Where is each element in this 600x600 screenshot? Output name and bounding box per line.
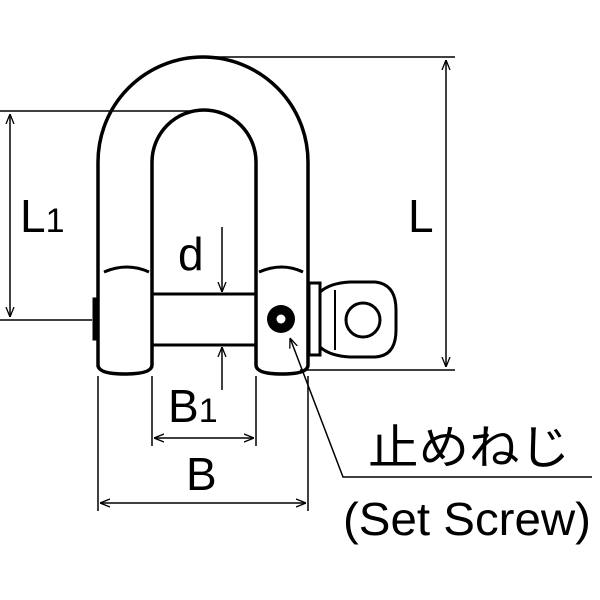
label-B1-sub: 1 [199,392,218,430]
pin-eye-nut [307,280,398,359]
label-L1-main: L [20,190,46,242]
eye-hole [344,301,382,339]
label-d: d [178,228,204,280]
shackle-outer-outline [96,55,310,376]
label-L: L [408,190,434,242]
label-B: B [186,448,217,500]
pin-head-left [92,297,99,341]
label-B1: B1 [168,380,218,432]
shackle-body [96,55,310,376]
set-screw-leader [290,338,592,478]
label-L1-sub: 1 [46,202,65,240]
dimension-lines [0,56,592,511]
pin [92,292,256,347]
right-collar-curve [258,265,304,274]
left-collar-curve [103,265,150,274]
label-L1: L1 [20,190,65,242]
set-screw [267,305,295,333]
label-set-screw-jp: 止めねじ [368,421,570,476]
label-set-screw-en: (Set Screw) [343,493,591,545]
label-B1-main: B [168,380,199,432]
